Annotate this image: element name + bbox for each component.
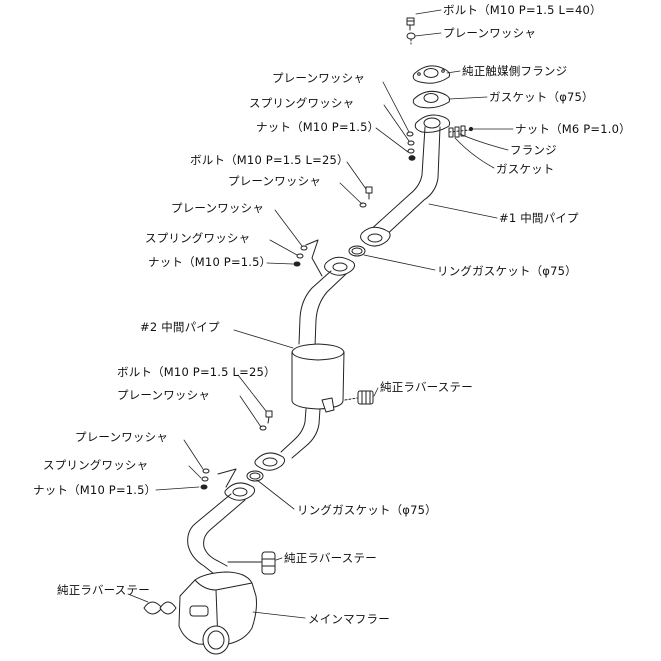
label-bolt-top: ボルト（M10 P=1.5 L=40） — [443, 3, 602, 17]
main-muffler — [178, 571, 257, 655]
label-ring-gasket-1: リングガスケット（φ75） — [437, 264, 577, 278]
mid-pipe-2 — [280, 270, 347, 459]
nut-stack-3-icon — [293, 245, 308, 267]
mid-pipe-1 — [360, 126, 441, 247]
label-washer-5: プレーンワッシャ — [75, 430, 169, 444]
label-nut-m6: ナット（M6 P=1.0） — [515, 122, 631, 136]
lower-flange-icon — [224, 482, 256, 501]
ring-gasket-1-icon — [348, 245, 366, 257]
label-flange: フランジ — [510, 143, 557, 157]
nut-stack-5-icon — [200, 468, 210, 490]
bolt-4-icon — [265, 410, 273, 424]
label-nut-3: ナット（M10 P=1.5） — [148, 255, 272, 269]
bolt-2-icon — [365, 186, 373, 200]
nut-stack-1-icon — [406, 131, 416, 161]
ring-gasket-2-icon — [246, 470, 264, 482]
label-oem-rubber-stay-3: 純正ラバーステー — [57, 583, 150, 597]
label-spring-washer-5: スプリングワッシャ — [43, 458, 149, 472]
pipe-flange-top-icon — [414, 114, 451, 133]
label-gasket: ガスケット — [496, 162, 555, 176]
oem-cat-flange-icon — [412, 65, 451, 84]
lower-flange-upper-icon — [254, 452, 286, 471]
leader-lines — [127, 9, 514, 619]
label-washer-2: プレーンワッシャ — [228, 174, 322, 188]
label-nut-5: ナット（M10 P=1.5） — [33, 483, 157, 497]
top-washer-icon — [406, 32, 416, 40]
label-oem-rubber-stay-2: 純正ラバーステー — [284, 551, 377, 565]
top-bolt-icon — [406, 17, 415, 31]
label-spring-washer-3: スプリングワッシャ — [145, 231, 251, 245]
label-mid-pipe-1: #1 中間パイプ — [499, 211, 579, 225]
label-ring-gasket-2: リングガスケット（φ75） — [297, 503, 437, 517]
label-washer-4: プレーンワッシャ — [117, 388, 211, 402]
m6-nut-assembly — [448, 125, 474, 138]
rubber-stay-3-icon — [143, 601, 177, 615]
label-spring-washer-1: スプリングワッシャ — [249, 96, 355, 110]
rubber-stay-2-icon — [227, 551, 276, 575]
label-mid-pipe-2: #2 中間パイプ — [140, 320, 220, 334]
label-gasket-75: ガスケット（φ75） — [489, 90, 594, 104]
label-bolt-4: ボルト（M10 P=1.5 L=25） — [117, 365, 276, 379]
label-bolt-2: ボルト（M10 P=1.5 L=25） — [190, 153, 349, 167]
washer-2-icon — [359, 202, 367, 208]
label-main-muffler: メインマフラー — [308, 612, 390, 626]
tail-pipe — [187, 493, 246, 575]
label-washer-1: プレーンワッシャ — [272, 71, 366, 85]
gasket-75-icon — [412, 90, 451, 109]
mid-pipe-2-flange-icon — [324, 256, 356, 276]
label-nut-1: ナット（M10 P=1.5） — [256, 120, 380, 134]
washer-4-icon — [259, 425, 267, 431]
label-washer-3: プレーンワッシャ — [171, 201, 265, 215]
label-oem-rubber-stay-1: 純正ラバーステー — [380, 380, 473, 394]
rubber-stay-1-icon — [344, 390, 374, 405]
label-oem-cat-flange: 純正触媒側フランジ — [462, 64, 568, 78]
label-washer-top: プレーンワッシャ — [443, 26, 537, 40]
